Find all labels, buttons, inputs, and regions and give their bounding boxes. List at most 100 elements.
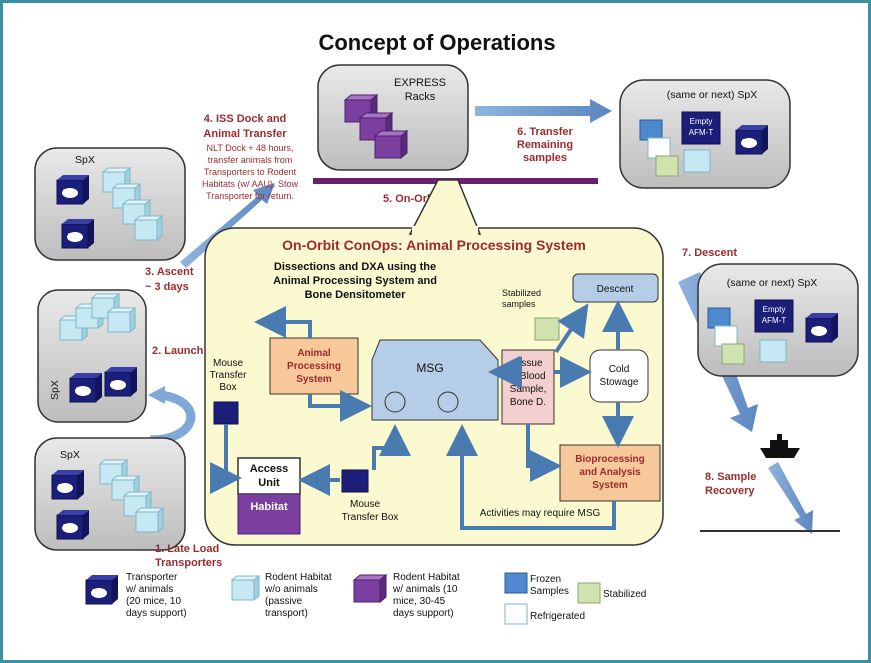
afmt-label-right: AFM-T — [762, 316, 787, 325]
svg-text:Bioprocessing: Bioprocessing — [575, 454, 644, 465]
step-6-label-line2: Remaining — [517, 139, 573, 151]
mouse-transfer-box-top-label: Mouse Transfer Box — [210, 358, 248, 393]
svg-text:and Analysis: and Analysis — [579, 467, 641, 478]
step-1-label-line1: 1. Late Load — [155, 543, 219, 555]
spx-top-right-label: (same or next) SpX — [667, 89, 757, 101]
svg-text:Rodent Habitat: Rodent Habitat — [265, 572, 332, 583]
spx-right: (same or next) SpX Empty AFM-T — [697, 263, 859, 377]
animal-processing-label: Animal Processing System — [287, 348, 341, 385]
step-6-label-line1: 6. Transfer — [517, 126, 573, 138]
svg-text:Dissections and DXA using the: Dissections and DXA using the — [274, 261, 436, 273]
ascent-arrow — [180, 183, 275, 268]
diagram-title: Concept of Operations — [318, 30, 555, 55]
svg-text:w/o animals: w/o animals — [264, 584, 318, 595]
empty-label-top: Empty — [690, 117, 713, 126]
spx-left-mid-label: SpX — [49, 380, 61, 400]
spx-left-bottom-label: SpX — [60, 449, 80, 461]
svg-text:w/ animals: w/ animals — [125, 584, 173, 595]
onorbit-subtitle: Dissections and DXA using the Animal Pro… — [273, 261, 437, 301]
svg-text:days support): days support) — [393, 608, 454, 619]
step-4-label-line1: 4. ISS Dock and — [204, 113, 287, 125]
racks-label: Racks — [405, 91, 436, 103]
launch-arrow — [149, 390, 196, 445]
spx-top-right: (same or next) SpX Empty AFM-T — [619, 79, 791, 189]
mouse-transfer-box-bottom-label-line2: Transfer Box — [342, 512, 399, 523]
ship-icon — [760, 434, 800, 458]
svg-text:Frozen: Frozen — [530, 574, 561, 585]
svg-text:Rodent Habitat: Rodent Habitat — [393, 572, 460, 583]
step-3-label-line1: 3. Ascent — [145, 266, 194, 278]
msg-box — [371, 339, 499, 421]
spx-left-bottom: SpX — [34, 437, 186, 551]
msg-label: MSG — [416, 361, 443, 375]
cold-stowage-box — [589, 349, 649, 403]
step-1-label-line2: Transporters — [155, 557, 222, 569]
svg-text:Stabilized: Stabilized — [502, 288, 541, 298]
step-4-label-line2: Animal Transfer — [203, 128, 287, 140]
svg-text:Animal: Animal — [297, 348, 331, 359]
onorbit-title: On-Orbit ConOps: Animal Processing Syste… — [282, 237, 586, 253]
svg-text:Box: Box — [219, 382, 236, 393]
cold-stowage-label-line2: Stowage — [600, 377, 639, 388]
flow-arrows — [210, 300, 634, 530]
empty-label-right: Empty — [763, 305, 786, 314]
svg-text:NLT Dock + 48 hours,: NLT Dock + 48 hours, — [207, 143, 294, 153]
svg-text:Tissue: Tissue — [513, 358, 543, 369]
svg-text:Bone D.: Bone D. — [510, 397, 546, 408]
svg-text:System: System — [296, 374, 332, 385]
afmt-label-top: AFM-T — [689, 128, 714, 137]
svg-text:Mouse: Mouse — [213, 358, 243, 369]
svg-text:Transporter for return.: Transporter for return. — [206, 191, 294, 201]
step-4-description: NLT Dock + 48 hours, transfer animals fr… — [202, 143, 299, 201]
svg-text:Bone Densitometer: Bone Densitometer — [305, 289, 407, 301]
svg-text:Habitats (w/ AAU). Stow: Habitats (w/ AAU). Stow — [202, 179, 299, 189]
step-7-label: 7. Descent — [682, 247, 737, 259]
recovery-arrow — [768, 462, 813, 534]
svg-text:Transporter: Transporter — [126, 572, 178, 583]
svg-text:(passive: (passive — [265, 596, 303, 607]
svg-text:Samples: Samples — [530, 586, 569, 597]
svg-text:Processing: Processing — [287, 361, 341, 372]
descent-label: Descent — [597, 284, 634, 295]
ground-line — [700, 530, 840, 532]
access-unit-label-line2: Unit — [258, 477, 280, 489]
svg-text:Refrigerated: Refrigerated — [530, 611, 585, 622]
svg-text:(20 mice, 10: (20 mice, 10 — [126, 596, 181, 607]
svg-text:Transfer: Transfer — [210, 370, 248, 381]
legend: Transporter w/ animals (20 mice, 10 days… — [85, 572, 646, 625]
mouse-transfer-box-top — [213, 401, 239, 425]
spx-left-top: SpX — [34, 147, 186, 261]
spx-right-label: (same or next) SpX — [727, 277, 817, 289]
svg-text:mice, 30-45: mice, 30-45 — [393, 596, 446, 607]
animal-processing-box — [269, 337, 359, 395]
mouse-transfer-box-bottom-label-line1: Mouse — [350, 499, 380, 510]
access-unit-label-line1: Access — [250, 463, 289, 475]
mouse-transfer-box-bottom — [341, 469, 369, 493]
tissue-label: Tissue & Blood Sample, Bone D. — [510, 358, 547, 408]
step-8-label-line2: Recovery — [705, 485, 755, 497]
svg-text:samples: samples — [502, 299, 536, 309]
step-2-label: 2. Launch — [152, 345, 204, 357]
svg-text:System: System — [592, 480, 628, 491]
svg-text:& Blood: & Blood — [510, 371, 545, 382]
habitat-label: Habitat — [250, 501, 288, 513]
cold-stowage-label-line1: Cold — [609, 364, 630, 375]
step-6-label-line3: samples — [523, 152, 567, 164]
spx-left-mid: SpX — [37, 289, 147, 423]
svg-text:days support): days support) — [126, 608, 187, 619]
step-8-label-line1: 8. Sample — [705, 471, 756, 483]
express-label: EXPRESS — [394, 77, 446, 89]
habitat-box — [237, 493, 301, 535]
transfer-arrow — [475, 99, 612, 123]
svg-text:w/ animals (10: w/ animals (10 — [392, 584, 458, 595]
bioprocessing-label: Bioprocessing and Analysis System — [575, 454, 644, 491]
svg-text:Stabilized: Stabilized — [603, 589, 646, 600]
spx-left-top-label: SpX — [75, 154, 95, 166]
svg-text:Transporters to Rodent: Transporters to Rodent — [204, 167, 297, 177]
step-3-label-line2: ~ 3 days — [145, 281, 189, 293]
express-racks-group: EXPRESS Racks — [317, 64, 469, 171]
svg-text:transfer animals from: transfer animals from — [208, 155, 293, 165]
svg-text:transport): transport) — [265, 608, 308, 619]
svg-text:Sample,: Sample, — [510, 384, 547, 395]
